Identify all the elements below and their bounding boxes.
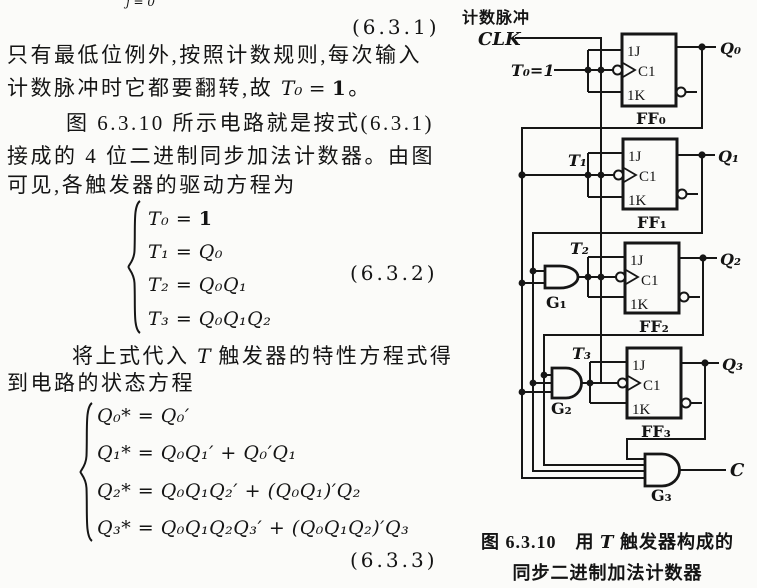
equation-633-row-1: Q₀* = Q₀′ (97, 405, 190, 427)
g3-name-label: G₃ (651, 486, 672, 505)
t0-inline-equation: T₀ = (281, 76, 332, 100)
ff3-1j-label: 1J (632, 358, 646, 374)
flip-flop-ff2: T₂ 1J C1 1K FF₂ Q₂ (570, 239, 741, 336)
q0-output-label: Q₀ (720, 39, 741, 58)
ff3-clock-bubble (617, 377, 628, 389)
ff0-edge-triangle (622, 62, 637, 78)
equation-632-row-4: T₃ = Q₀Q₁Q₂ (148, 308, 272, 330)
ff0-name-label: FF₀ (636, 109, 666, 128)
ff0-clock-bubble (612, 64, 623, 76)
g2-name-label: G₂ (551, 399, 572, 418)
q2-output-label: Q₂ (720, 250, 741, 269)
caption-pre: 图 6.3.10 用 (481, 532, 601, 552)
ff0-1k-label: 1K (627, 88, 646, 104)
equation-633-row-3: Q₂* = Q₀Q₁Q₂′ + (Q₀Q₁)′Q₂ (97, 480, 361, 502)
ff1-1j-label: 1J (628, 149, 642, 165)
ff0-c1-label: C1 (638, 64, 656, 80)
caption-T: T (600, 532, 615, 553)
equation-633-brace (79, 402, 93, 542)
ff0-1j-label: 1J (627, 44, 641, 60)
flip-flop-ff0: 1J C1 1K FF₀ Q₀ (554, 32, 741, 128)
g3-gate-body (643, 452, 681, 488)
ff1-name-label: FF₁ (637, 213, 667, 232)
t2-label: T₂ (570, 239, 589, 258)
ff2-qbar-bubble (678, 291, 690, 303)
ff3-1k-label: 1K (632, 402, 651, 418)
body-line-6-T: T (197, 344, 211, 368)
body-line-2-period: 。 (348, 76, 372, 100)
ff2-1j-label: 1J (630, 253, 644, 269)
q0-feedback-wire (521, 47, 703, 479)
and-gate-g3: G₃ C (643, 452, 745, 505)
ff2-c1-label: C1 (641, 273, 659, 289)
equation-632-brace (127, 200, 141, 334)
ff3-edge-triangle (627, 375, 642, 391)
caption-post: 触发器构成的 (614, 532, 734, 552)
equation-632-row-3: T₂ = Q₀Q₁ (148, 274, 248, 296)
ff2-edge-triangle (625, 269, 640, 285)
body-line-6-post: 触发器的特性方程式得 (210, 344, 454, 368)
g1-gate-body (543, 264, 580, 290)
flip-flop-ff1: T₁ 1J C1 1K FF₁ Q₁ (522, 137, 739, 232)
ff1-c1-label: C1 (639, 169, 657, 185)
ff1-clock-bubble (613, 169, 624, 181)
and-gate-g1: G₁ (522, 264, 616, 312)
equation-632-row-2: T₁ = Q₀ (148, 241, 223, 263)
ff0-qbar-bubble (675, 86, 687, 98)
junction-dots (518, 43, 709, 396)
t1-label: T₁ (568, 151, 587, 170)
flip-flop-ff3: T₃ 1J C1 1K FF₃ Q₃ (572, 344, 743, 441)
body-line-7: 到电路的状态方程 (7, 371, 195, 395)
figure-caption: 图 6.3.10 用 T 触发器构成的 同步二进制加法计数器 (458, 527, 757, 588)
ff2-clock-bubble (615, 271, 626, 283)
eq632-row1-lhs: T₀ = (148, 208, 199, 230)
t3-label: T₃ (572, 344, 591, 363)
ff3-qbar-bubble (680, 397, 692, 409)
ff1-1k-label: 1K (628, 193, 647, 209)
carry-output-label: C (730, 460, 745, 481)
body-line-1: 只有最低位例外,按照计数规则,每次输入 (7, 43, 422, 67)
equation-633-row-2: Q₁* = Q₀Q₁′ + Q₀′Q₁ (97, 442, 297, 464)
body-line-3: 图 6.3.10 所示电路就是按式(6.3.1) (66, 111, 434, 135)
equation-632-row-1: T₀ = 1 (148, 208, 213, 230)
ff2-name-label: FF₂ (639, 317, 669, 336)
figure-caption-line-2: 同步二进制加法计数器 (512, 563, 703, 583)
q1-feedback-wire (532, 155, 703, 472)
body-line-4: 接成的 4 位二进制同步加法计数器。由图 (7, 144, 435, 168)
t0-inline-equation-one: 1 (331, 76, 349, 100)
ff3-c1-label: C1 (643, 378, 661, 394)
count-pulse-label: 计数脉冲 (462, 8, 530, 27)
equation-number-631: (6.3.1) (352, 15, 440, 39)
equation-number-633: (6.3.3) (350, 548, 438, 572)
ff2-1k-label: 1K (630, 297, 649, 313)
figure-caption-line-1: 图 6.3.10 用 T 触发器构成的 (458, 527, 757, 558)
body-line-6: 将上式代入 T 触发器的特性方程式得 (72, 345, 453, 367)
and-gate-g2: G₂ (522, 366, 618, 418)
t0-input-label: T₀=1 (511, 61, 554, 80)
eq632-row1-one: 1 (198, 208, 213, 230)
q3-feedback-wire (626, 363, 706, 460)
body-line-2: 计数脉冲时它都要翻转,故 T₀ = 1。 (7, 77, 372, 99)
q2-feedback-wire (543, 258, 704, 466)
clock-wires (515, 37, 602, 383)
ff3-name-label: FF₃ (641, 422, 671, 441)
summation-limit-fragment: j = 0 (126, 0, 156, 9)
equation-633-row-4: Q₃* = Q₀Q₁Q₂Q₃′ + (Q₀Q₁Q₂)′Q₃ (97, 517, 410, 539)
equation-number-632: (6.3.2) (350, 261, 438, 285)
body-line-6-pre: 将上式代入 (72, 344, 198, 368)
body-line-5: 可见,各触发器的驱动方程为 (7, 173, 297, 197)
body-line-2-text: 计数脉冲时它都要翻转,故 (7, 76, 281, 100)
g1-name-label: G₁ (546, 293, 567, 312)
q1-output-label: Q₁ (718, 147, 739, 166)
g2-gate-body (550, 366, 583, 400)
ff1-edge-triangle (623, 167, 638, 183)
ff1-qbar-bubble (676, 188, 688, 200)
clk-label: CLK (478, 29, 522, 50)
q3-output-label: Q₃ (722, 355, 743, 374)
